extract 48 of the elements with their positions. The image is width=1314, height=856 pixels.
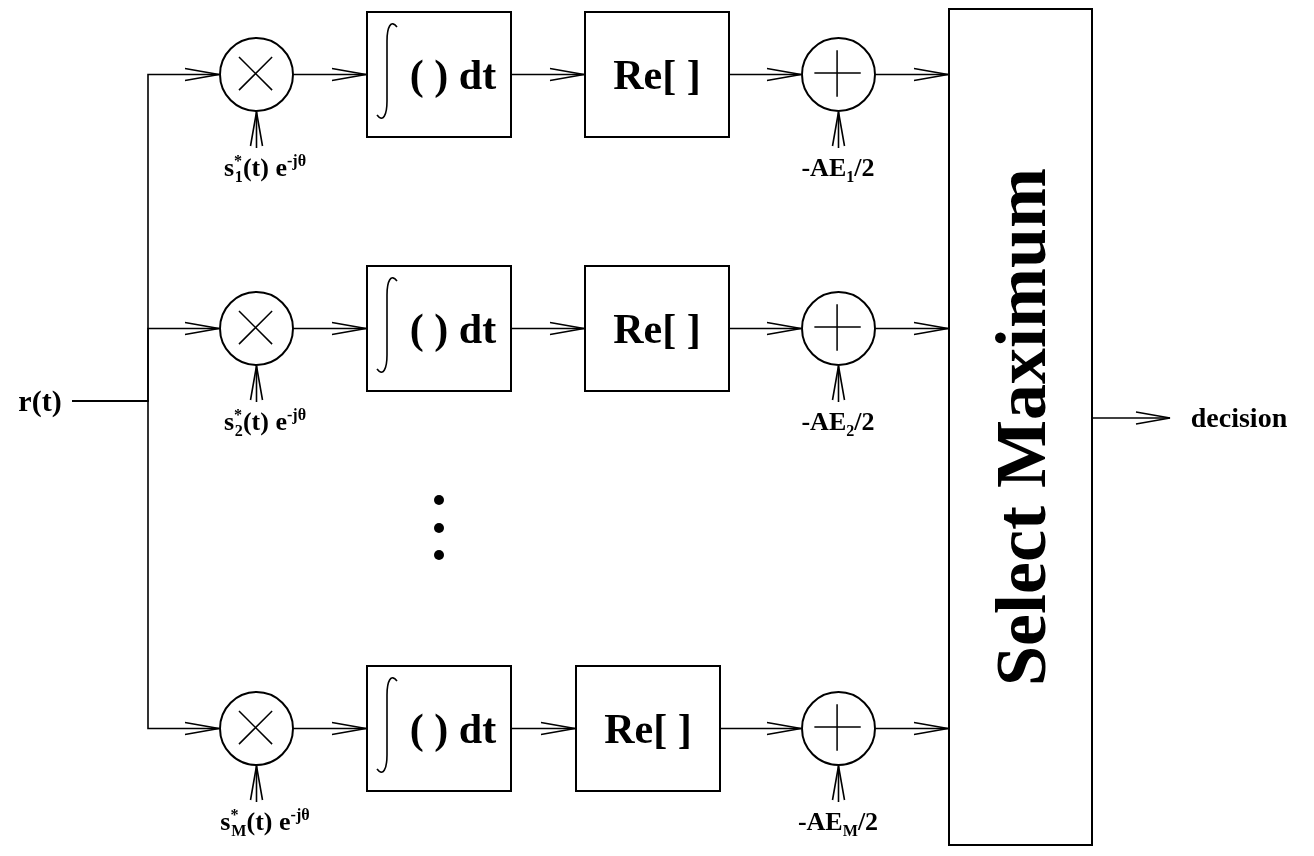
integral-expression: ( ) dt (409, 307, 497, 350)
integrator-box (366, 265, 512, 392)
block-title: Re[ ] (604, 707, 692, 750)
block-title: Re[ ] (613, 53, 701, 96)
signal-arrow (511, 721, 576, 736)
signal-arrow (729, 321, 802, 336)
block-title: Re[ ] (613, 307, 701, 350)
signal-label: s$^{*}$$_{2}$(t) e$^{-jθ}$ (223, 409, 307, 435)
signal-arrow (511, 67, 585, 82)
multiplier-circle (219, 291, 294, 366)
signal-arrow (249, 111, 264, 149)
signal-arrow (249, 765, 264, 803)
signal-arrow (1092, 411, 1171, 425)
multiplier-circle (219, 37, 294, 112)
signal-label: s$^{*}$$_{M}$(t) e$^{-jθ}$ (220, 809, 310, 835)
input-signal-label: r(t) (18, 386, 62, 416)
signal-arrow (831, 365, 846, 403)
integrator-box (366, 665, 512, 792)
real-part-box (584, 11, 730, 138)
signal-label: s$^{*}$$_{1}$(t) e$^{-jθ}$ (223, 155, 307, 181)
real-part-box (584, 265, 730, 392)
signal-arrow (293, 321, 367, 336)
integrator-box (366, 11, 512, 138)
signal-arrow (875, 67, 949, 82)
integral-expression: ( ) dt (409, 53, 497, 96)
signal-arrow (71, 400, 220, 736)
signal-arrow (720, 721, 802, 736)
signal-label: -AE$_{1}$/2 (801, 155, 875, 181)
adder-circle (801, 291, 876, 366)
select-maximum-box (948, 8, 1093, 846)
signal-arrow (511, 321, 585, 336)
signal-arrow (875, 721, 949, 736)
signal-label: -AE$_{2}$/2 (801, 409, 875, 435)
adder-circle (801, 691, 876, 766)
block-title: Select Maximum (984, 168, 1057, 686)
signal-arrow (831, 111, 846, 149)
real-part-box (575, 665, 721, 792)
integral-expression: ( ) dt (409, 707, 497, 750)
multiplier-circle (219, 691, 294, 766)
adder-circle (801, 37, 876, 112)
signal-arrow (249, 365, 264, 403)
signal-arrow (831, 765, 846, 803)
signal-arrow (875, 321, 949, 336)
signal-arrow (293, 67, 367, 82)
signal-label: -AE$_{M}$/2 (797, 809, 879, 835)
output-label: decision (1190, 404, 1288, 432)
signal-arrow (293, 721, 367, 736)
signal-arrow (729, 67, 802, 82)
